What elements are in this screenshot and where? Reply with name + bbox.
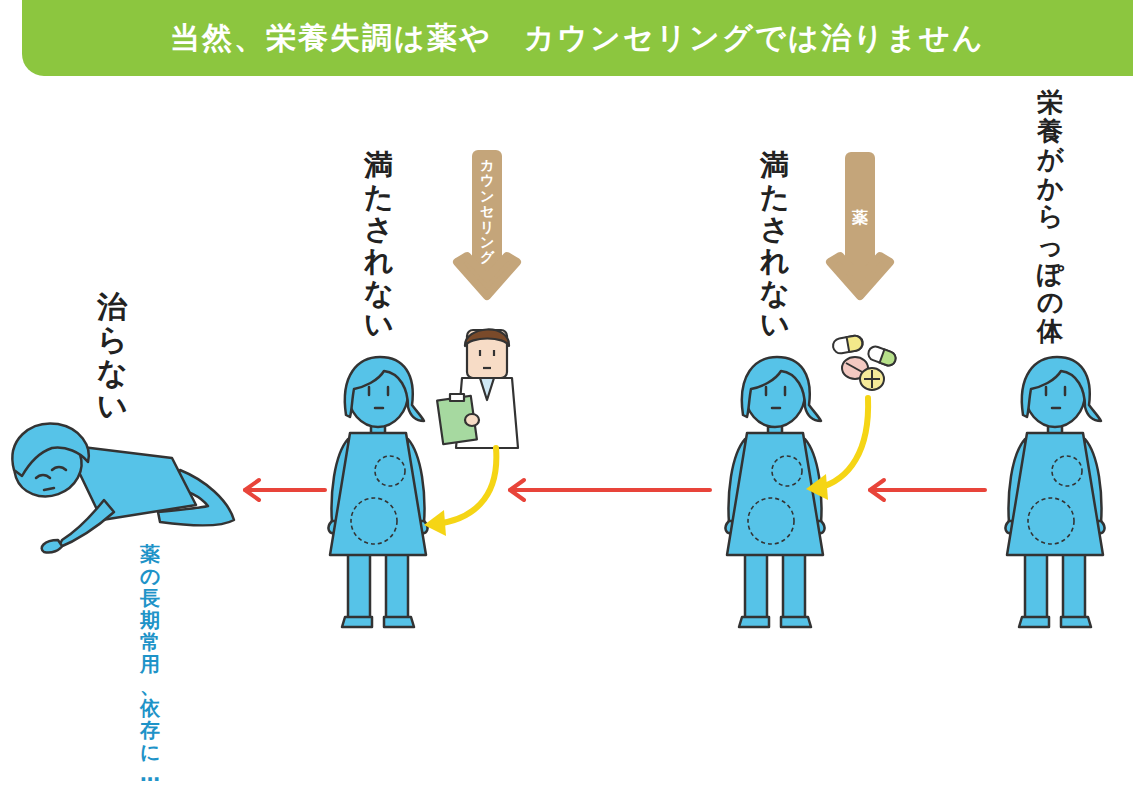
effect-arrowhead xyxy=(424,474,828,536)
flow-arrow xyxy=(510,488,710,492)
figure-panel: 満たされない xyxy=(710,140,870,630)
pills xyxy=(832,335,864,355)
pills xyxy=(866,345,897,368)
counsellor xyxy=(493,350,495,356)
flow-arrow xyxy=(870,488,985,492)
node-note: 薬の長期常用、依存に… xyxy=(140,543,160,785)
title-banner: 当然、栄養失調は薬や カウンセリングでは治りません xyxy=(22,0,1133,76)
figure-panel: 治らない薬の長期常用、依存に… xyxy=(0,280,245,800)
collapsed-figure xyxy=(36,475,50,478)
counsellor xyxy=(480,378,494,400)
pills xyxy=(860,368,884,390)
node-heading: 満たされない xyxy=(760,150,789,341)
arrow-label: カウンセリング xyxy=(480,158,494,266)
medicine-arrow xyxy=(830,256,890,296)
counselling-arrow xyxy=(457,150,517,296)
pills xyxy=(880,349,898,367)
effect-arrow xyxy=(436,398,868,524)
pills xyxy=(832,335,898,390)
collapsed-figure xyxy=(12,423,88,476)
pills xyxy=(847,335,864,352)
counsellor xyxy=(465,414,479,426)
counselled-figure xyxy=(329,357,428,627)
pills xyxy=(871,370,873,388)
node-heading: 栄養がからっぽの体 xyxy=(1037,88,1063,345)
empty-body-figure xyxy=(1006,357,1105,627)
counsellor xyxy=(483,367,491,369)
figure-panel: 栄養がからっぽの体 xyxy=(985,84,1115,629)
counsellor xyxy=(479,350,481,356)
collapsed-figure xyxy=(44,488,54,490)
node-heading: 治らない xyxy=(97,290,127,422)
counsellor xyxy=(437,329,518,448)
counsellor xyxy=(465,329,509,346)
collapsed-figure xyxy=(58,500,114,548)
arrow-label: 薬 xyxy=(852,208,868,229)
counselling-arrow xyxy=(472,150,502,274)
pills xyxy=(846,363,864,373)
effect-arrow xyxy=(436,448,496,524)
effect-arrowhead xyxy=(424,510,446,536)
collapsed-figure xyxy=(42,540,62,553)
node-heading: 満たされない xyxy=(364,150,393,341)
collapsed-figure xyxy=(6,423,234,552)
medicine-arrow xyxy=(830,152,890,296)
effect-arrowhead xyxy=(806,474,828,500)
flow-arrow xyxy=(245,488,325,492)
title: 当然、栄養失調は薬や カウンセリングでは治りません xyxy=(22,0,1133,76)
medicine-arrow xyxy=(845,152,875,274)
pills xyxy=(866,345,897,368)
medicated-figure xyxy=(726,357,825,627)
counsellor xyxy=(450,394,464,401)
pills xyxy=(832,335,864,355)
collapsed-figure xyxy=(52,467,66,470)
